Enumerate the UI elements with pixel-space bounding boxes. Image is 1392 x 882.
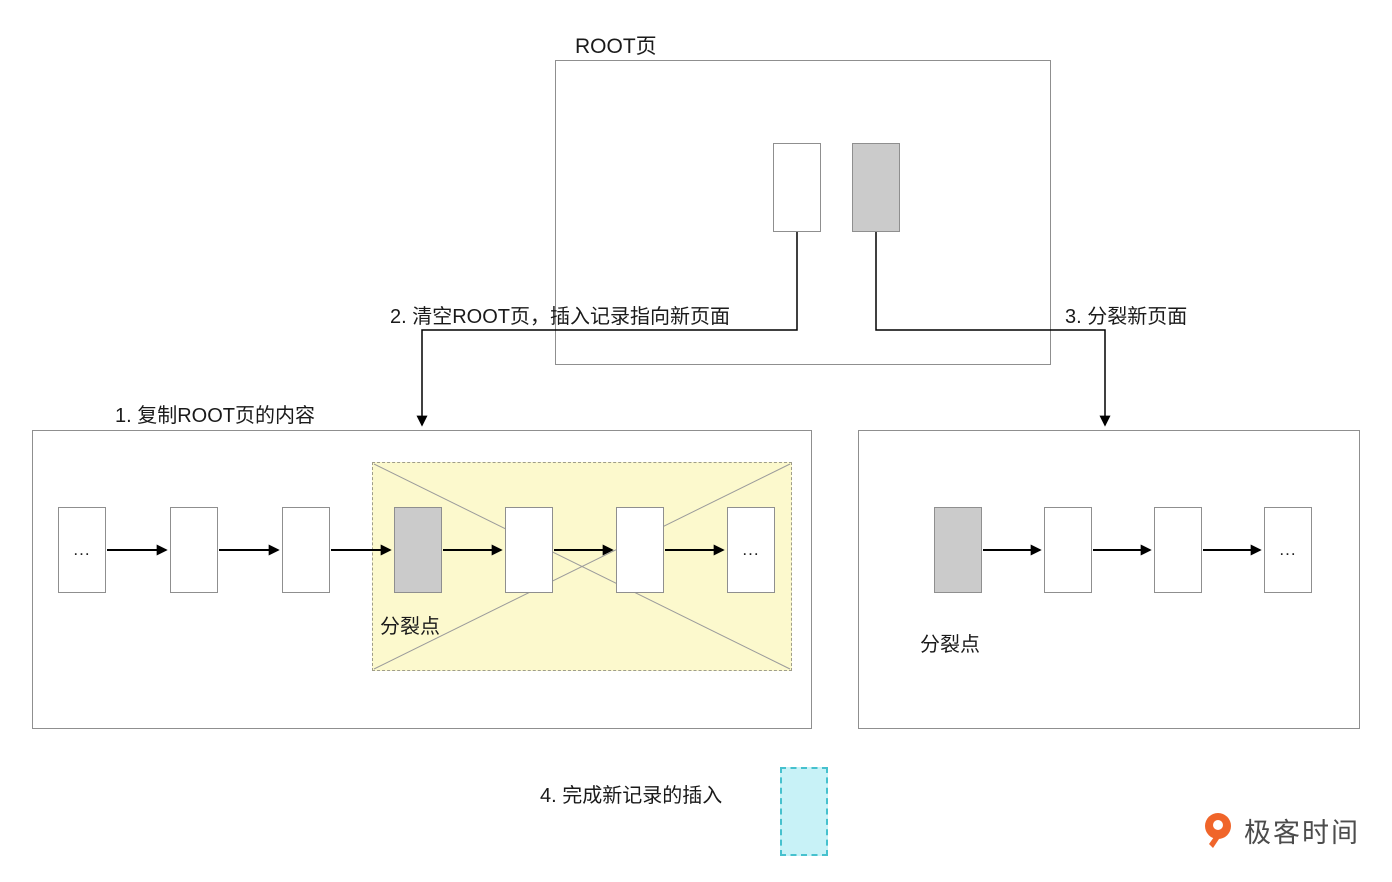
- record-cell: ...: [1264, 507, 1312, 593]
- record-cell: ...: [58, 507, 106, 593]
- copied-root-page-box: [32, 430, 812, 729]
- step1-label: 1. 复制ROOT页的内容: [115, 405, 316, 427]
- root-page-label: ROOT页: [575, 35, 657, 58]
- step2-label: 2. 清空ROOT页，插入记录指向新页面: [390, 306, 731, 328]
- root-record-cell-gray: [852, 143, 900, 232]
- record-cell: [1154, 507, 1202, 593]
- record-cell: ...: [727, 507, 775, 593]
- geektime-logo: 极客时间: [1198, 810, 1360, 850]
- step3-label: 3. 分裂新页面: [1065, 306, 1188, 328]
- step4-label: 4. 完成新记录的插入: [540, 785, 723, 807]
- new-record-cell: [780, 767, 828, 856]
- geektime-logo-icon: [1205, 813, 1231, 848]
- new-split-page-box: [858, 430, 1360, 729]
- split-point-label-left: 分裂点: [380, 616, 440, 638]
- record-cell: [1044, 507, 1092, 593]
- split-point-label-right: 分裂点: [920, 634, 980, 656]
- root-record-cell-white: [773, 143, 821, 232]
- record-cell: [170, 507, 218, 593]
- geektime-logo-text: 极客时间: [1244, 817, 1360, 848]
- record-cell-split-point: [934, 507, 982, 593]
- record-cell: [616, 507, 664, 593]
- record-cell-split-point: [394, 507, 442, 593]
- record-cell: [505, 507, 553, 593]
- record-cell: [282, 507, 330, 593]
- root-page-box: [555, 60, 1051, 365]
